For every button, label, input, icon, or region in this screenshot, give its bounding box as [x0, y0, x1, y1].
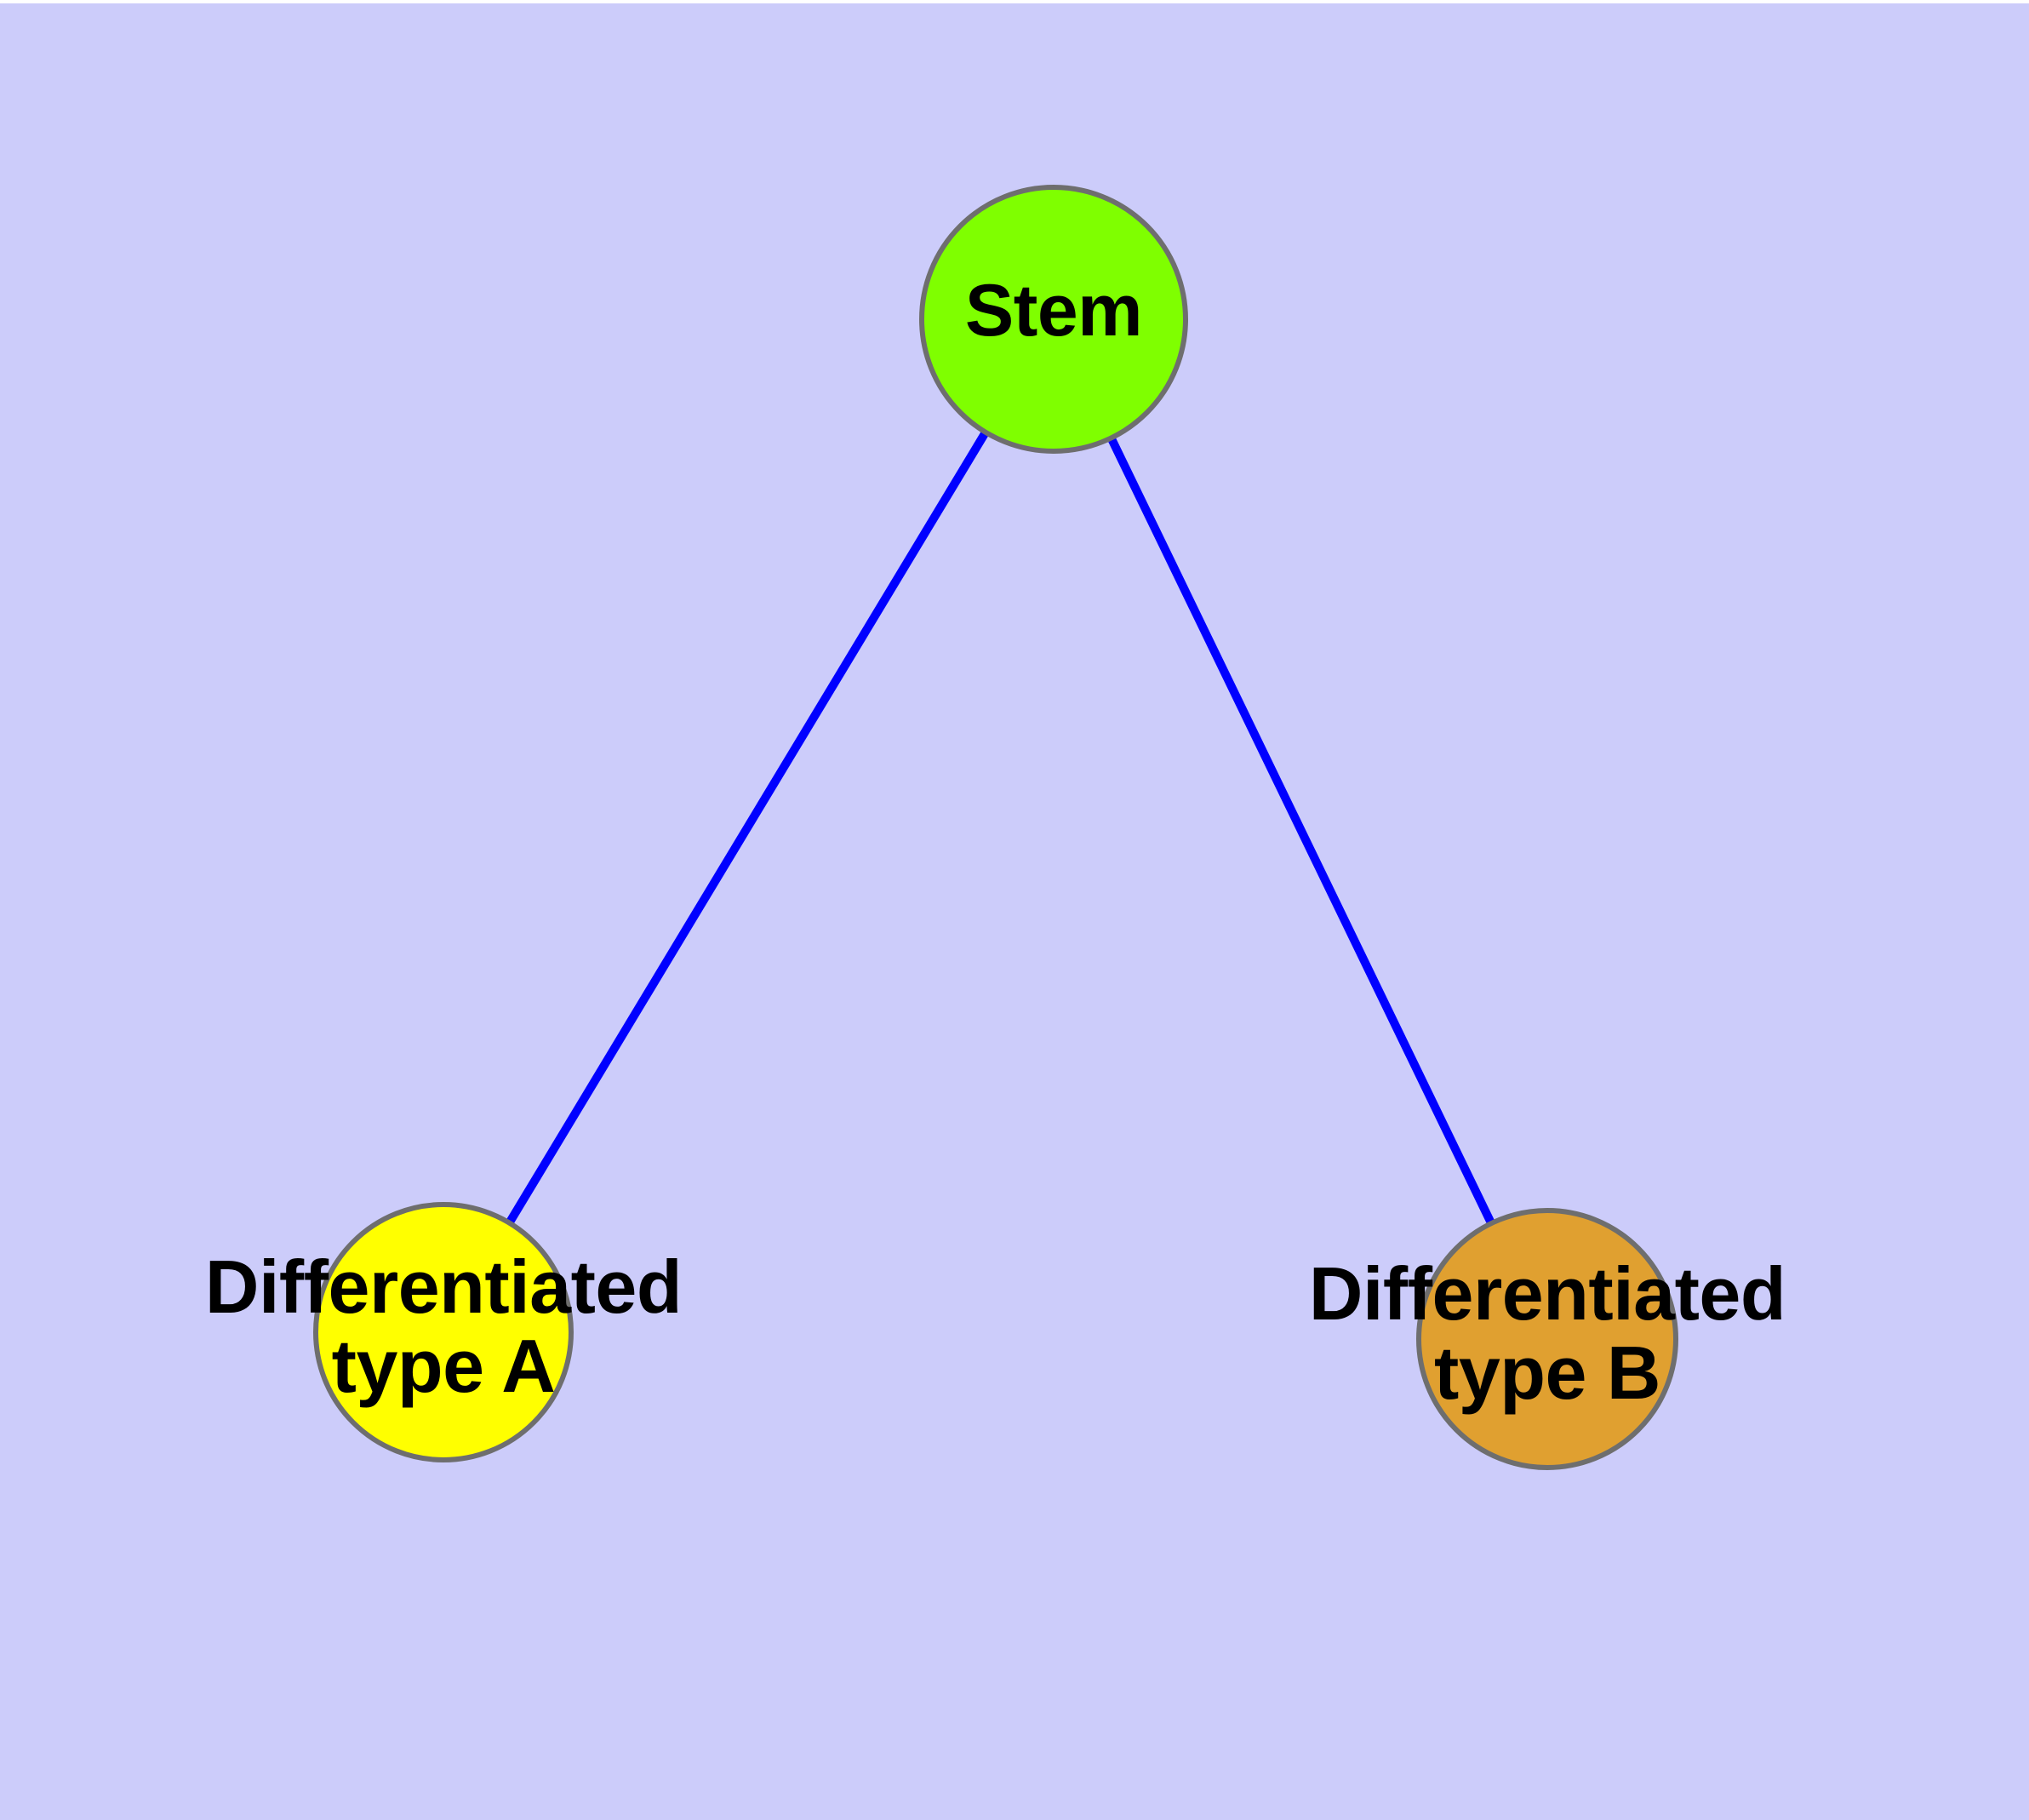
node-differentiated-type-a[interactable] — [313, 1202, 574, 1462]
node-stem[interactable] — [919, 185, 1188, 454]
node-layer — [313, 185, 1678, 1470]
node-differentiated-type-b[interactable] — [1416, 1208, 1678, 1470]
edge-stem-to-differentiated-b[interactable] — [1106, 432, 1497, 1228]
edge-stem-to-differentiated-a[interactable] — [504, 426, 992, 1228]
edge-layer — [504, 426, 1497, 1228]
